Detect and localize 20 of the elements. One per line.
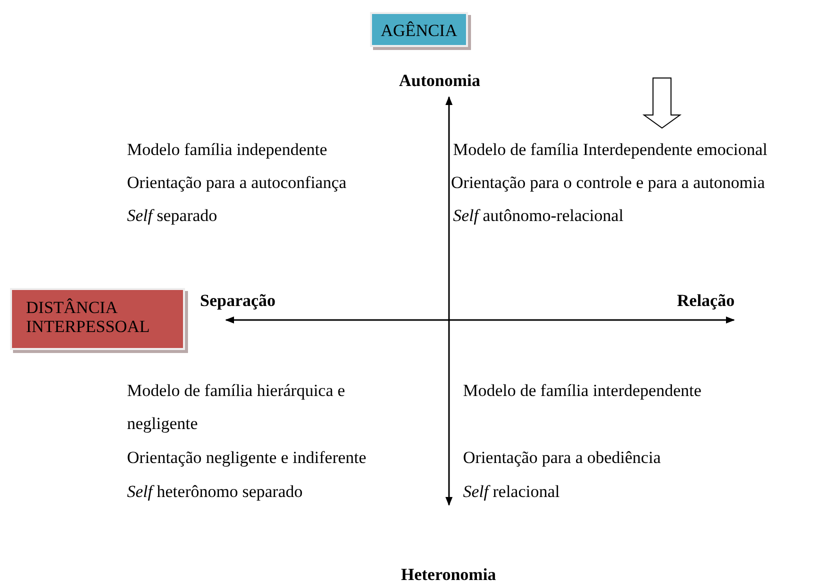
quadrant-text: Self separado [127,205,218,227]
label-box [10,288,185,350]
quadrant-text: Modelo de família interdependente [463,380,702,402]
quadrant-text: Orientação negligente e indiferente [127,447,366,469]
axis-label: Relação [677,290,735,312]
quadrant-text: Self heterônomo separado [127,481,303,503]
box-label: DISTÂNCIA INTERPESSOAL [26,298,151,336]
axis-label: Heteronomia [401,564,496,585]
label-box [370,12,468,47]
box-label: AGÊNCIA [380,21,458,40]
quadrant-text: Self autônomo-relacional [453,205,624,227]
quadrant-text: Orientação para a autoconfiança [127,172,346,194]
quadrant-text: Orientação para o controle e para a autonomia [451,172,765,194]
axis-label: Separação [200,290,276,312]
quadrant-text: Modelo família independente [127,139,328,161]
axis-label: Autonomia [399,70,480,92]
quadrant-text: Modelo de família hierárquica e negligente [127,380,346,435]
quadrant-text: Modelo de família Interdependente emocional [453,139,768,161]
quadrant-text: Orientação para a obediência [463,447,661,469]
quadrant-text: Self relacional [463,481,560,503]
